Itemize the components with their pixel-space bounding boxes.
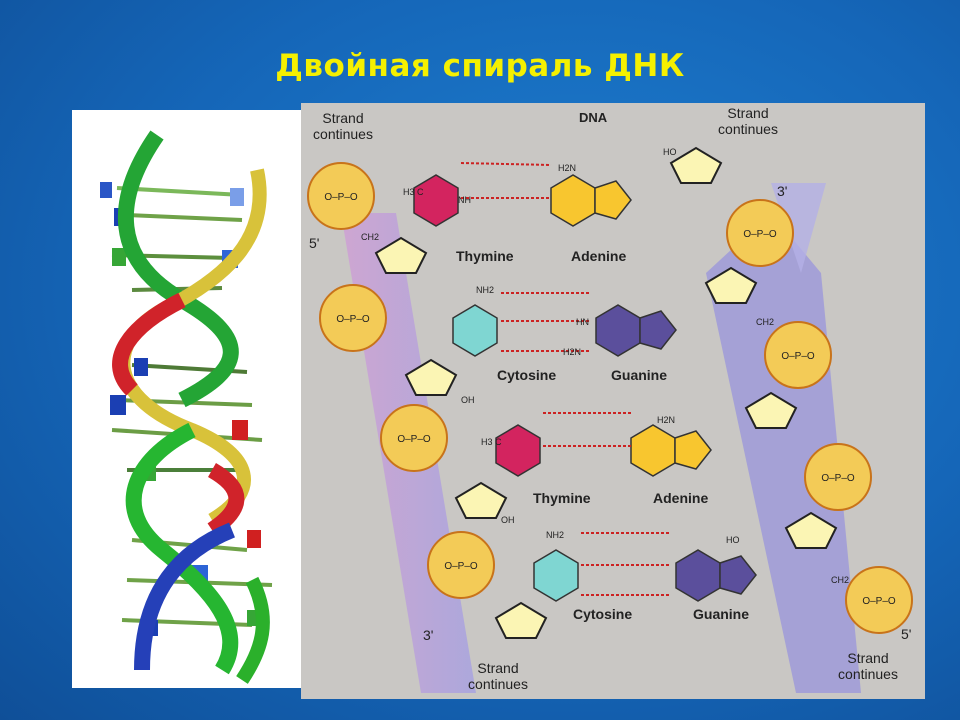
thymine-label-1: Thymine <box>456 248 514 264</box>
atom-labels: H3 C CH2 NH H2N NH2 HN H2N OH HO HO OH H… <box>361 147 849 585</box>
svg-text:OH: OH <box>501 515 515 525</box>
cytosine-label-4: Cytosine <box>573 606 632 622</box>
svg-text:HO: HO <box>663 147 677 157</box>
sugars-left <box>374 236 548 639</box>
cytosine-label-2: Cytosine <box>497 367 556 383</box>
helix-ribbon-red <box>112 292 186 396</box>
right-backbone-ribbon-edge <box>771 183 826 273</box>
base-pair-4: Cytosine Guanine <box>533 532 757 622</box>
svg-text:O–P–O: O–P–O <box>862 596 896 607</box>
helix-illustration <box>100 130 273 684</box>
dna-header: DNA <box>579 110 608 125</box>
svg-text:HN: HN <box>576 317 589 327</box>
svg-text:O–P–O: O–P–O <box>821 473 855 484</box>
cytosine-ring-4 <box>533 549 579 602</box>
svg-text:O–P–O: O–P–O <box>781 351 815 362</box>
guanine-ring-2 <box>595 304 641 357</box>
helix-model-image <box>72 110 301 688</box>
helix-ribbon-green-2 <box>125 422 239 675</box>
svg-text:H3 C: H3 C <box>481 437 502 447</box>
slide-title: Двойная спираль ДНК <box>275 48 685 84</box>
base-pair-3: Thymine Adenine <box>495 412 712 506</box>
base-pair-1: Thymine Adenine <box>413 162 632 264</box>
sugars-right <box>669 146 838 549</box>
adenine-label-1: Adenine <box>571 248 626 264</box>
svg-text:HO: HO <box>726 535 740 545</box>
svg-text:O–P–O: O–P–O <box>397 434 431 445</box>
svg-text:CH2: CH2 <box>756 317 774 327</box>
guanine-ring-4 <box>675 549 721 602</box>
svg-text:NH: NH <box>458 195 471 205</box>
helix-ribbon-green-3 <box>236 576 270 684</box>
adenine-ring-3b <box>674 430 712 470</box>
adenine-label-3: Adenine <box>653 490 708 506</box>
guanine-label-2: Guanine <box>611 367 667 383</box>
guanine-label-4: Guanine <box>693 606 749 622</box>
thymine-ring-1 <box>413 174 459 227</box>
adenine-ring-1 <box>550 174 596 227</box>
base-pair-2: Cytosine Guanine <box>452 292 677 383</box>
svg-text:O–P–O: O–P–O <box>324 192 358 203</box>
svg-text:O–P–O: O–P–O <box>743 229 777 240</box>
helix-ribbon-red-2 <box>207 463 245 537</box>
thymine-ring-3 <box>495 424 541 477</box>
five-prime-label-left: 5' <box>309 235 319 251</box>
helix-ribbon-blue <box>134 522 236 671</box>
guanine-ring-4b <box>719 555 757 595</box>
guanine-ring-2b <box>639 310 677 350</box>
svg-text:H2N: H2N <box>558 163 576 173</box>
svg-text:H2N: H2N <box>563 347 581 357</box>
svg-text:CH2: CH2 <box>831 575 849 585</box>
three-prime-label-left: 3' <box>423 627 433 643</box>
three-prime-label-right: 3' <box>777 183 787 199</box>
thymine-label-3: Thymine <box>533 490 591 506</box>
svg-text:NH2: NH2 <box>476 285 494 295</box>
phosphate-groups-right: O–P–O O–P–O O–P–O O–P–O <box>726 199 913 634</box>
svg-text:O–P–O: O–P–O <box>336 314 370 325</box>
svg-text:O–P–O: O–P–O <box>444 561 478 572</box>
five-prime-label-right: 5' <box>901 626 911 642</box>
cytosine-ring-2 <box>452 304 498 357</box>
adenine-ring-3 <box>630 424 676 477</box>
adenine-ring-1b <box>594 180 632 220</box>
svg-text:H3 C: H3 C <box>403 187 424 197</box>
svg-text:OH: OH <box>461 395 475 405</box>
svg-text:H2N: H2N <box>657 415 675 425</box>
svg-text:NH2: NH2 <box>546 530 564 540</box>
phosphate-groups-left: O–P–O O–P–O O–P–O O–P–O <box>307 162 495 599</box>
svg-text:CH2: CH2 <box>361 232 379 242</box>
